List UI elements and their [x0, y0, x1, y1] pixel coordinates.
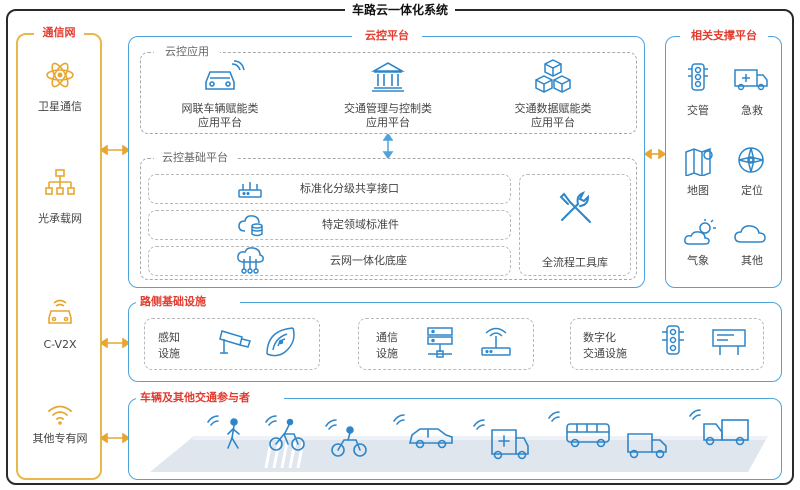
base-row-interface-label: 标准化分级共享接口: [300, 182, 399, 195]
apps-base-arrow: [382, 134, 394, 158]
tools-icon: [556, 188, 594, 226]
digital-line2: 交通设施: [583, 347, 627, 360]
app-traffic-data-line2: 应用平台: [531, 116, 575, 129]
compass-icon: [735, 144, 767, 176]
support-other: 其他: [741, 254, 763, 267]
car-icon: [390, 413, 456, 453]
communication-line1: 通信: [376, 331, 398, 344]
base-row-foundation-label: 云网一体化底座: [330, 254, 407, 267]
support-title: 相关支撑平台: [680, 29, 768, 43]
pedestrian-icon: [204, 412, 250, 454]
server-icon: [425, 326, 455, 358]
comm-vehicles-arrow: [101, 433, 129, 443]
comm-net-title: 通信网: [34, 26, 84, 40]
support-traffic: 交管: [687, 104, 709, 117]
connected-car-icon: [44, 296, 76, 328]
roadside-title: 路侧基础设施: [136, 295, 240, 309]
support-positioning: 定位: [741, 184, 763, 197]
radar-icon: [263, 324, 299, 360]
comm-roadside-arrow: [101, 338, 129, 348]
base-row-foundation: [148, 246, 511, 276]
cloud-network-icon: [235, 247, 265, 275]
billboard-icon: [710, 327, 748, 357]
roadside-panel: [128, 302, 782, 382]
support-emergency: 急救: [741, 104, 763, 117]
toolkit-box: [519, 174, 631, 276]
van-icon: [622, 428, 672, 462]
comm-cloud-arrow: [101, 145, 129, 155]
base-row-component-label: 特定领域标准件: [322, 218, 399, 231]
app-connected-vehicle-line2: 应用平台: [198, 116, 242, 129]
comm-item-satellite: 卫星通信: [38, 100, 82, 113]
truck-icon: [686, 408, 752, 450]
system-title: 车路云一体化系统: [345, 1, 455, 19]
ambulance-vehicle-icon: [470, 418, 532, 462]
data-cubes-icon: [535, 58, 571, 94]
roadside-group-sensing: [144, 318, 320, 370]
bus-icon: [545, 410, 615, 450]
cloud-other-icon: [733, 222, 767, 246]
ambulance-icon: [733, 64, 769, 92]
satellite-icon: [45, 60, 75, 90]
map-icon: [684, 146, 716, 176]
cloud-base-title: 云控基础平台: [154, 151, 236, 165]
vehicles-panel: [128, 398, 782, 480]
comm-item-other: 其他专有网: [32, 432, 88, 445]
comm-item-optical: 光承载网: [38, 212, 82, 225]
vehicles-title: 车辆及其他交通参与者: [136, 391, 284, 405]
cyclist-icon: [262, 414, 310, 454]
wireless-router-icon: [478, 326, 514, 358]
app-connected-vehicle-line1: 网联车辆赋能类: [181, 102, 259, 115]
cloud-support-arrow: [645, 149, 665, 159]
communication-line2: 设施: [376, 347, 398, 360]
signal-light-icon: [660, 324, 686, 358]
connected-car-app-icon: [202, 60, 246, 92]
government-building-icon: [371, 60, 405, 94]
wifi-icon: [46, 402, 74, 426]
roadside-group-digital: [570, 318, 764, 370]
comm-item-cv2x: C-V2X: [43, 338, 77, 351]
traffic-light-icon: [686, 62, 710, 94]
support-weather: 气象: [687, 254, 709, 267]
weather-icon: [683, 218, 719, 248]
base-row-component: [148, 210, 511, 240]
cloud-platform-title: 云控平台: [352, 29, 422, 43]
app-traffic-management-line2: 应用平台: [366, 116, 410, 129]
cloud-database-icon: [237, 213, 265, 237]
roadside-group-communication: [358, 318, 534, 370]
cloud-base-box: [140, 158, 637, 280]
sensing-line2: 设施: [158, 347, 180, 360]
support-map: 地图: [687, 184, 709, 197]
cloud-apps-title: 云控应用: [154, 45, 220, 59]
base-row-interface: [148, 174, 511, 204]
router-icon: [237, 178, 263, 200]
toolkit-label: 全流程工具库: [542, 256, 608, 269]
app-traffic-data-line1: 交通数据赋能类: [514, 102, 592, 115]
sensing-line1: 感知: [158, 331, 180, 344]
digital-line1: 数字化: [583, 331, 616, 344]
motorcycle-icon: [322, 418, 372, 460]
app-traffic-management-line1: 交通管理与控制类: [344, 102, 432, 115]
camera-icon: [218, 325, 252, 359]
network-topology-icon: [45, 168, 75, 200]
